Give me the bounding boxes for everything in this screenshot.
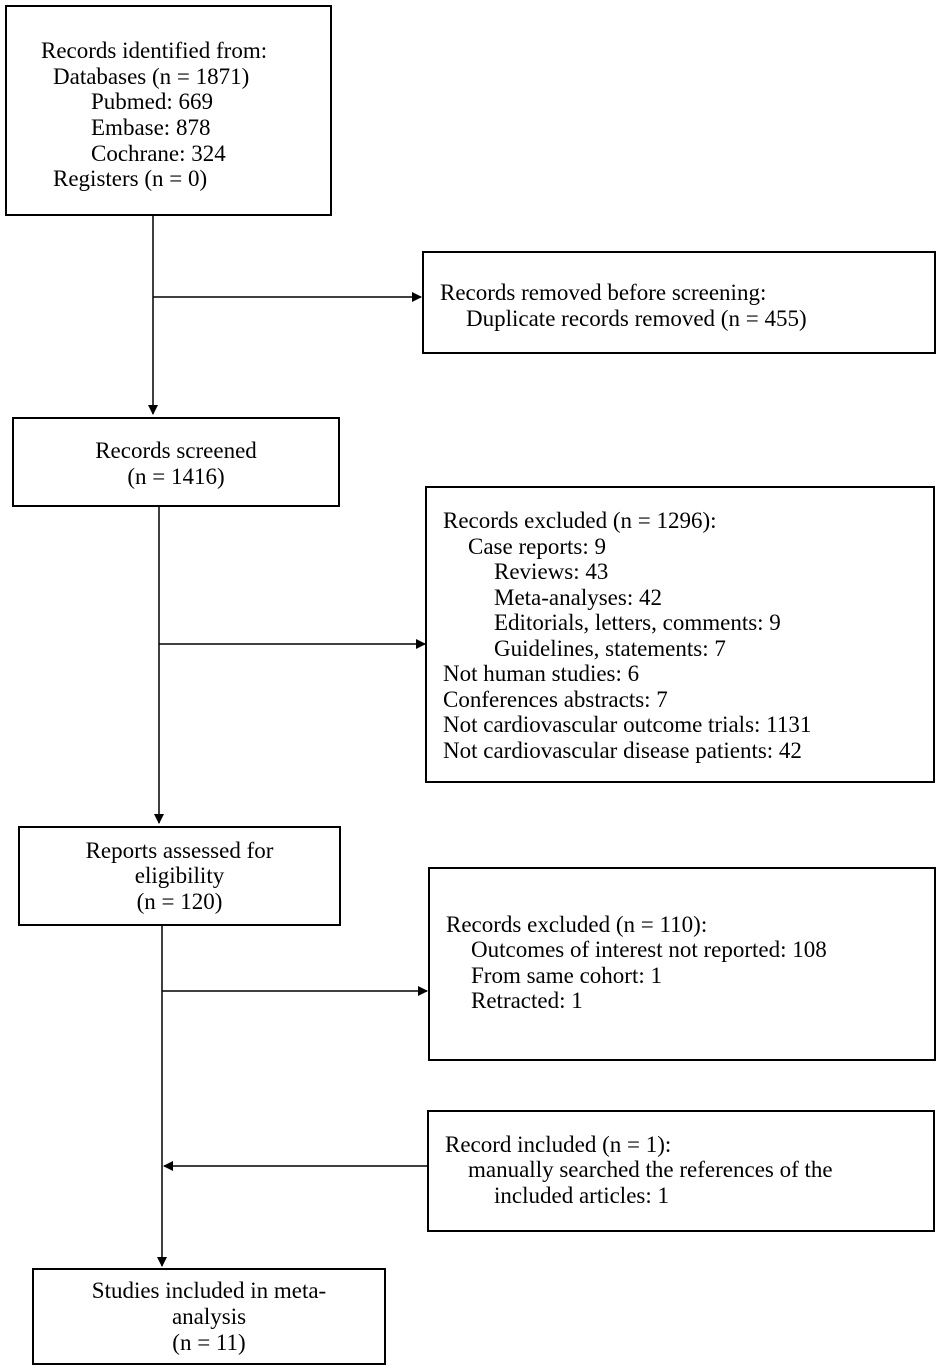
removed-box: Records removed before screening: Duplic… (422, 251, 936, 354)
removed-line: Duplicate records removed (n = 455) (466, 306, 807, 331)
manual-line: manually searched the references of the (468, 1157, 833, 1182)
excluded-screening-line: Meta-analyses: 42 (494, 585, 662, 610)
excluded-screening-line: Reviews: 43 (494, 559, 609, 584)
included-line: (n = 11) (172, 1330, 246, 1355)
excluded-screening-line: Not human studies: 6 (443, 661, 640, 686)
excluded-eligibility-box: Records excluded (n = 110): Outcomes of … (428, 867, 936, 1061)
assessed-line: Reports assessed for (85, 838, 274, 863)
screened-box: Records screened (n = 1416) (12, 417, 340, 507)
identification-box: Records identified from: Databases (n = … (5, 5, 332, 216)
excluded-eligibility-line: Records excluded (n = 110): (446, 912, 708, 937)
excluded-screening-line: Conferences abstracts: 7 (443, 687, 668, 712)
excluded-screening-line: Records excluded (n = 1296): (443, 508, 717, 533)
excluded-eligibility-line: From same cohort: 1 (471, 963, 662, 988)
manual-box: Record included (n = 1): manually search… (427, 1110, 935, 1232)
removed-line: Records removed before screening: (440, 280, 767, 305)
excluded-screening-box: Records excluded (n = 1296): Case report… (425, 486, 935, 783)
excluded-screening-line: Case reports: 9 (468, 534, 606, 559)
excluded-screening-line: Guidelines, statements: 7 (494, 636, 726, 661)
included-line: analysis (171, 1304, 247, 1329)
identification-line: Registers (n = 0) (53, 166, 208, 191)
included-line: Studies included in meta- (91, 1278, 327, 1303)
excluded-screening-line: Not cardiovascular disease patients: 42 (443, 738, 802, 763)
assessed-line: eligibility (134, 863, 225, 888)
excluded-eligibility-line: Outcomes of interest not reported: 108 (471, 937, 827, 962)
identification-line: Records identified from: (41, 38, 268, 63)
manual-line: included articles: 1 (494, 1183, 669, 1208)
assessed-box: Reports assessed for eligibility (n = 12… (18, 826, 341, 926)
identification-line: Databases (n = 1871) (53, 64, 250, 89)
identification-line: Pubmed: 669 (91, 89, 214, 114)
screened-line: (n = 1416) (127, 464, 225, 489)
excluded-screening-line: Editorials, letters, comments: 9 (494, 610, 781, 635)
included-box: Studies included in meta- analysis (n = … (32, 1268, 386, 1365)
manual-line: Record included (n = 1): (445, 1132, 672, 1157)
screened-line: Records screened (95, 438, 257, 463)
identification-line: Cochrane: 324 (91, 141, 226, 166)
excluded-eligibility-line: Retracted: 1 (471, 988, 583, 1013)
excluded-screening-line: Not cardiovascular outcome trials: 1131 (443, 712, 812, 737)
assessed-line: (n = 120) (136, 889, 223, 914)
identification-line: Embase: 878 (91, 115, 211, 140)
